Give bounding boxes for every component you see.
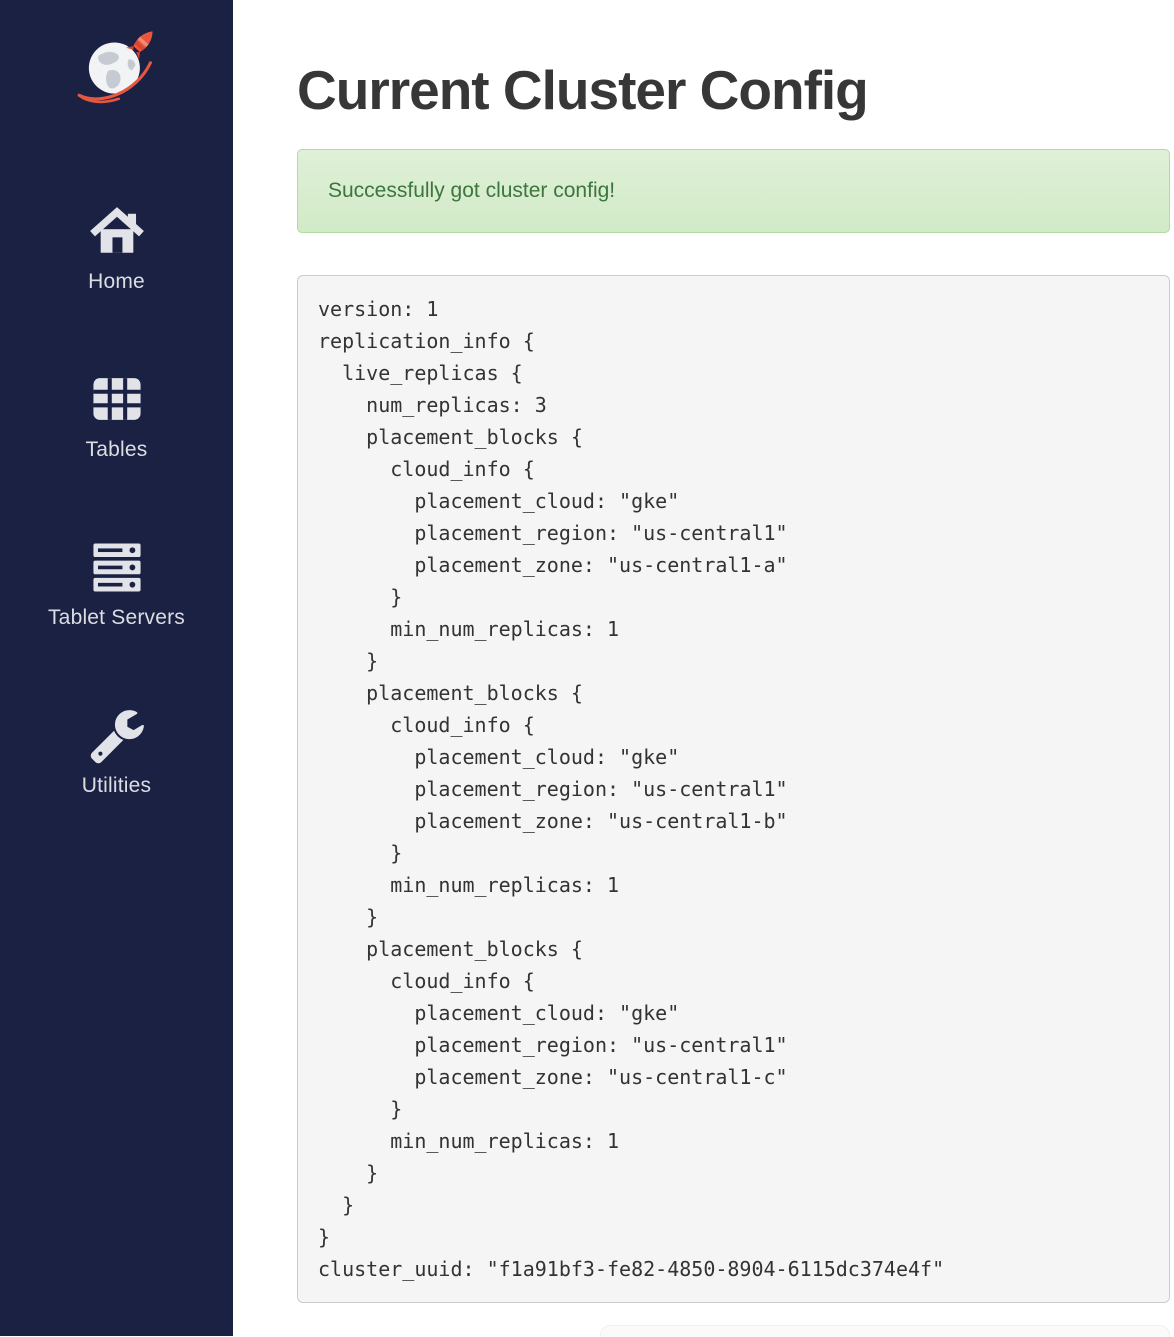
success-alert: Successfully got cluster config!	[297, 148, 1170, 233]
sidebar-item-utilities[interactable]: Utilities	[0, 706, 233, 798]
sidebar-item-label: Home	[88, 270, 145, 293]
sidebar-item-home[interactable]: Home	[0, 202, 233, 294]
main-content: Current Cluster Config Successfully got …	[233, 0, 1174, 1337]
sidebar-item-label: Utilities	[81, 774, 152, 797]
sidebar-item-label: Tables	[85, 438, 148, 461]
wrench-icon	[88, 706, 146, 764]
sidebar-nav: Home Tables	[0, 202, 233, 874]
sidebar-item-label: Tablet Servers	[47, 606, 186, 629]
globe-rocket-logo-icon[interactable]	[73, 24, 161, 112]
home-icon	[88, 202, 146, 260]
sidebar-item-tables[interactable]: Tables	[0, 370, 233, 462]
page-title: Current Cluster Config	[297, 59, 869, 121]
sidebar-item-tablet-servers[interactable]: Tablet Servers	[0, 538, 233, 630]
success-alert-message: Successfully got cluster config!	[328, 178, 616, 202]
cluster-config-block: version: 1 replication_info { live_repli…	[297, 274, 1170, 1303]
bottom-peek-panel	[600, 1324, 1170, 1337]
table-grid-icon	[88, 370, 146, 428]
sidebar: Home Tables	[0, 0, 233, 1336]
server-stack-icon	[88, 538, 146, 596]
